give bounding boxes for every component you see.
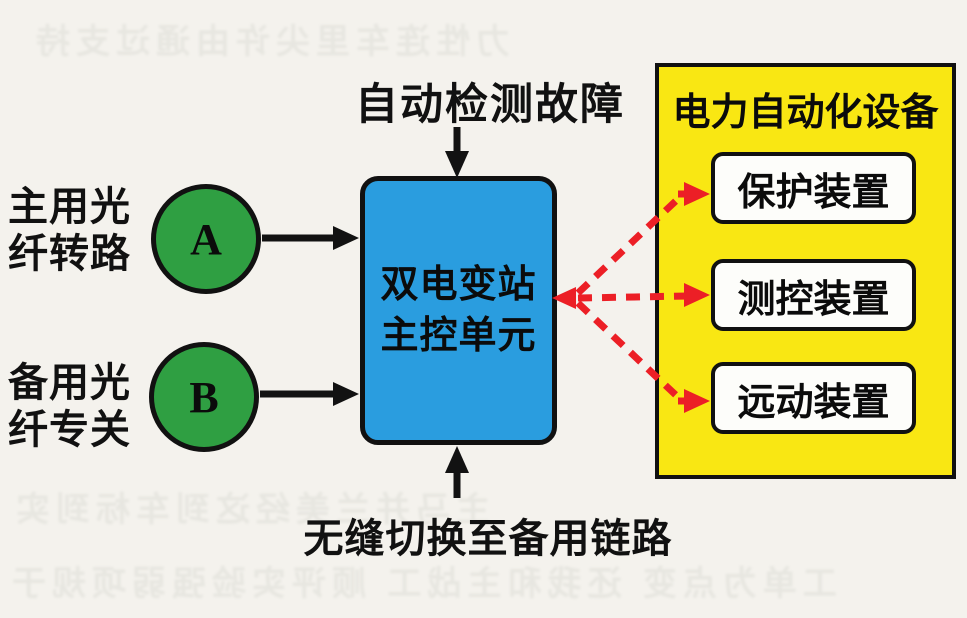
caption-main-fiber-line1: 主用光 <box>8 185 131 229</box>
arrow-switch-up <box>445 446 469 498</box>
caption-backup-fiber: 备用光 纤专关 <box>8 360 131 454</box>
caption-backup-fiber-line1: 备用光 <box>8 361 131 405</box>
caption-main-fiber: 主用光 纤转路 <box>8 184 131 278</box>
node-a-label: A <box>190 214 222 264</box>
arrow-node-b-to-main <box>260 382 359 406</box>
caption-seamless-switch: 无缝切换至备用链路 <box>303 517 673 561</box>
device-box-protection: 保护装置 <box>711 152 916 224</box>
device-box-remote: 远动装置 <box>711 362 916 434</box>
arrow-node-a-to-main <box>262 226 359 250</box>
ghost-text-row: 力性连车里尖许由通过支持 <box>30 23 510 61</box>
caption-backup-fiber-line2: 纤专关 <box>8 408 131 452</box>
main-unit-line2: 主控单元 <box>380 314 537 357</box>
node-b-circle: B <box>149 342 259 452</box>
node-a-circle: A <box>151 184 261 294</box>
device-panel-title: 电力自动化设备 <box>672 92 939 134</box>
caption-auto-fault-detect: 自动检测故障 <box>355 81 625 129</box>
arrow-fault-detect-down <box>445 127 469 178</box>
device-box-measure-control: 测控装置 <box>711 259 916 331</box>
main-unit-line1: 双电变站 <box>380 263 537 306</box>
caption-main-fiber-line2: 纤转路 <box>8 232 131 276</box>
node-b-label: B <box>189 372 219 422</box>
main-control-unit-box: 双电变站 主控单元 <box>360 176 557 445</box>
device-panel: 电力自动化设备 保护装置 测控装置 远动装置 <box>655 63 956 479</box>
